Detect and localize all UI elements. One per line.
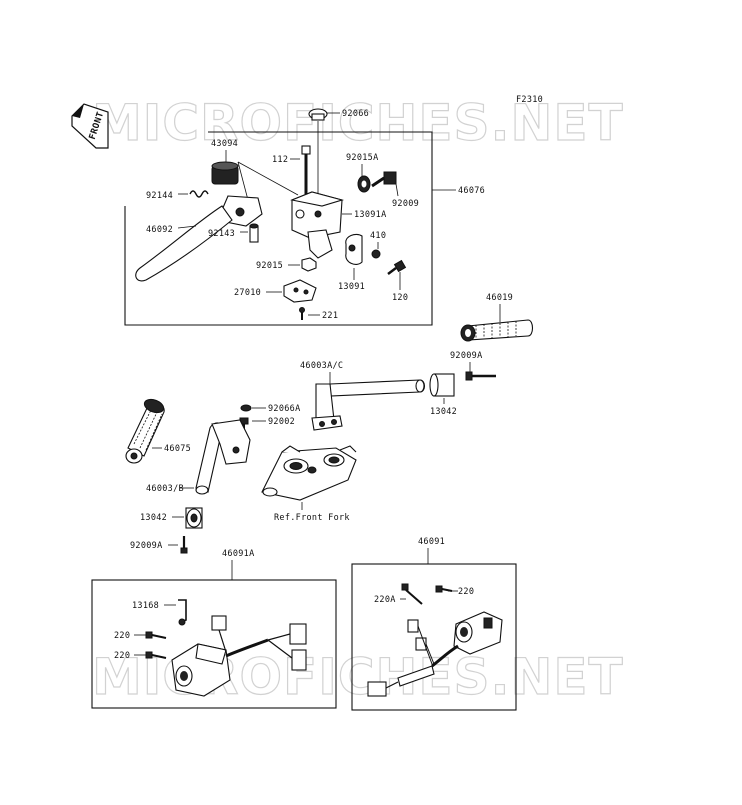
label-410: 410 (370, 231, 386, 241)
label-46019: 46019 (486, 293, 513, 303)
master-cylinder-frame (124, 131, 433, 326)
label-ref-front-fork: Ref.Front Fork (274, 513, 350, 523)
label-220-c: 220 (458, 587, 474, 597)
label-92015A: 92015A (346, 153, 379, 163)
label-221: 221 (322, 311, 338, 321)
triple-clamp-ref: Ref.Front Fork (261, 445, 357, 523)
label-92066A: 92066A (268, 404, 301, 414)
spring-92144: 92144 (146, 190, 209, 201)
switch-housing-left-frame (91, 579, 337, 709)
screw-220-b: 220 (114, 651, 167, 661)
switch-housing-left (171, 615, 307, 697)
screw-220A: 220A (374, 583, 423, 605)
label-13042-right: 13042 (430, 407, 457, 417)
screw-221: 221 (299, 307, 338, 321)
reservoir-cap: 92066 (308, 108, 369, 196)
label-220-a: 220 (114, 631, 130, 641)
grip-right-46019: 46019 (460, 293, 534, 342)
screw-220-a: 220 (114, 631, 167, 641)
label-46092: 46092 (146, 225, 173, 235)
label-220-b: 220 (114, 651, 130, 661)
nut-410: 410 (370, 231, 386, 259)
weight-13042-left: 13042 (140, 507, 203, 529)
label-112: 112 (272, 155, 288, 165)
label-13091: 13091 (338, 282, 365, 292)
watermark-bottom: MICROFICHES.NET (92, 648, 624, 706)
label-46076: 46076 (458, 186, 485, 196)
label-220A: 220A (374, 595, 396, 605)
label-13042-left: 13042 (140, 513, 167, 523)
grip-left-46075: 46075 (125, 398, 191, 464)
label-46091: 46091 (418, 537, 445, 547)
bolt-112: 112 (272, 145, 311, 196)
screw-120: 120 (387, 259, 408, 303)
switch-housing-right (367, 611, 503, 697)
brake-switch-27010: 27010 (234, 279, 317, 303)
label-92015: 92015 (256, 261, 283, 271)
label-46091A: 46091A (222, 549, 255, 559)
nut-92015: 92015 (256, 257, 317, 272)
label-27010: 27010 (234, 288, 261, 298)
washer-92066A: 92066A (240, 404, 301, 414)
handlebar-46003AC: 46003A/C (300, 361, 426, 431)
label-92009A-left: 92009A (130, 541, 163, 551)
handlebar-46003B: 46003/B (146, 419, 251, 495)
switch-housing-right-frame (351, 563, 517, 711)
label-46075: 46075 (164, 444, 191, 454)
label-13168: 13168 (132, 601, 159, 611)
brake-lever-46092: 46092 (135, 195, 263, 282)
clamp-13091: 13091 (338, 233, 365, 292)
label-43094: 43094 (211, 139, 238, 149)
watermark-top: MICROFICHES.NET (92, 94, 624, 152)
label-92144: 92144 (146, 191, 173, 201)
collar-92143: 92143 (208, 223, 259, 243)
label-92143: 92143 (208, 229, 235, 239)
bolt-92009A-right: 92009A (450, 351, 496, 381)
weight-13042-right: 13042 (429, 373, 457, 417)
label-46003AC: 46003A/C (300, 361, 343, 371)
diagram-code: F2310 (516, 95, 543, 105)
label-92002: 92002 (268, 417, 295, 427)
label-92009: 92009 (392, 199, 419, 209)
washer-92015A: 92015A (346, 153, 379, 193)
front-arrow-icon: FRONT (71, 103, 109, 149)
label-120: 120 (392, 293, 408, 303)
clip-13168: 13168 (132, 599, 187, 626)
screw-220-c: 220 (435, 585, 474, 597)
label-46003B: 46003/B (146, 484, 184, 494)
bolt-92009A-left: 92009A (130, 536, 188, 554)
label-13091A: 13091A (354, 210, 387, 220)
pivot-bolt-43094: 43094 (211, 139, 299, 201)
master-cylinder-body-13091A: 13091A (290, 191, 387, 259)
label-92009A-right: 92009A (450, 351, 483, 361)
screw-92009: 92009 (371, 171, 419, 209)
bolt-92002: 92002 (239, 417, 295, 432)
label-92066: 92066 (342, 109, 369, 119)
